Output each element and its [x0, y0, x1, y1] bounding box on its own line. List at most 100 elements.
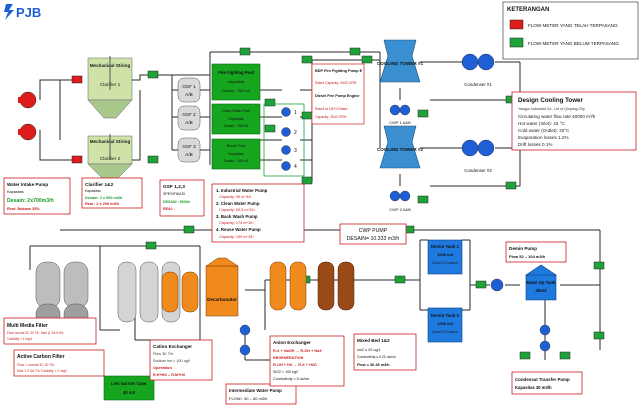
clarifier-2-label: Clarifier 2 [100, 156, 121, 162]
cwp-1-label: CWP 1 A&B [389, 120, 411, 125]
flow-meter-not-installed [394, 275, 406, 284]
anion-line: R-X + NaOH → R-OH + NaX [273, 349, 322, 353]
condensat-title: Condensat Transfer Pump [515, 377, 570, 382]
condenser-1-pump-a [461, 53, 479, 71]
flow-meter-not-installed [301, 55, 313, 64]
anion-line: REGENERATION [273, 356, 304, 360]
condensers: Condenser #1 Condenser #2 [461, 53, 495, 173]
flow-meter-not-installed [593, 261, 605, 270]
pump-3 [281, 145, 291, 155]
flow-meter-not-installed [593, 331, 605, 340]
pump-3-label: 3 [294, 148, 297, 154]
ff-pool-title: Fire Fighting Pool [218, 70, 254, 75]
acf-line: Flow = normal 3C 30 T/h, [17, 363, 55, 367]
mmf-box: Multi Media Filter Flow normal 3C 30 T/h… [3, 317, 97, 345]
mixed-bed-line: sio2 ≤ 20 ug/L [357, 348, 381, 352]
condenser-2-pump-a [461, 139, 479, 157]
legend-not-installed-label: FLOW METER YANG BELUM TERPASANG [528, 41, 619, 46]
design-ct-line: Hot water (Inlet): 43 °C [518, 121, 565, 126]
reuse-pool-design: Desain : 150 m3 [224, 159, 249, 163]
flow-meter-not-installed [301, 176, 313, 185]
demin-pump-title: Demin Pump [509, 246, 537, 251]
anion-exchangers [269, 261, 355, 311]
gsf-1-label: GSF 1 [182, 84, 196, 89]
anion-vessel [269, 261, 287, 311]
gsf-2-label: GSF 2 [182, 112, 196, 117]
demin-tank-2: Demin Tank 2 1000 m3 Cond: 0.2 us/cm [427, 307, 463, 343]
diesel-rated: Rated at 150% Rated [315, 107, 348, 111]
flow-meter-not-installed [264, 124, 276, 133]
condenser-1-label: Condenser #1 [464, 82, 492, 87]
cw-pool-cap: Kapasitas [229, 117, 244, 121]
mixed-bed-vessel [317, 261, 335, 311]
diesel-title: Diesel Fire Pump Engine [315, 94, 360, 98]
cooling-tower-1-label: COOLING TOWER #1 [377, 61, 424, 66]
pump-4-label: 4 [294, 164, 297, 170]
flow-meter-not-installed [505, 181, 517, 190]
gsf-filters: GSF 1 A/B GSF 2 A/B GSF 3 A/B [177, 77, 201, 163]
demin-tank-2-cond: Cond: 0.2 us/cm [432, 330, 458, 334]
mixed-bed-box: Mixed Bed 1&2 sio2 ≤ 20 ug/L Conductivit… [353, 333, 417, 371]
makeup-tank-label: Make Up Tank [526, 280, 556, 285]
cation-vessel [181, 271, 199, 313]
intake-real: Real: Bukaan 35% [7, 207, 40, 211]
flow-meter-not-installed [349, 47, 361, 56]
water-pumps-line: Capacity: 63.5 m^3/h [219, 208, 255, 212]
acf-line: Max 1 2 4A T/h Turbidity < 2 mg/l [17, 369, 67, 373]
flow-meter-installed [71, 75, 83, 84]
mmf-vessel [63, 261, 89, 309]
gsf-3 [177, 137, 201, 163]
condenser-2-label: Condenser #2 [464, 168, 492, 173]
demin-tank-1-cap: 1000 m3 [437, 252, 454, 257]
demin-tank-1: Demin Tank 1 1000 m3 Cond: 0.2 us/cm [427, 239, 463, 275]
intake-pump-2 [19, 123, 37, 141]
pump-2 [281, 127, 291, 137]
mixed-bed-vessel [337, 261, 355, 311]
reuse-pool: Reuse Pool Kapasitas Desain : 150 m3 [211, 138, 261, 170]
cwp-2-label: CWP 2 A&B [389, 207, 411, 212]
intake-pump-1 [19, 91, 37, 109]
water-pumps-line: 3. Back Wash Pump [216, 214, 258, 219]
logo-lightning-icon [4, 4, 14, 20]
anion-title: Anion Exchanger [273, 340, 311, 345]
cw-pool-title: Clean Water Pool [222, 109, 250, 113]
flow-meter-not-installed [264, 98, 276, 107]
anion-line: SiO2 < 100 ug/l [273, 370, 298, 374]
cooling-tower-2-text: COOLING TOWER #2 [377, 147, 424, 152]
gsf-1 [177, 77, 201, 103]
flow-meter-not-installed [417, 195, 429, 204]
reuse-pool-title: Reuse Pool [227, 144, 246, 148]
filter-vessel [117, 261, 137, 323]
cation-line: Sodium ion < 100 ug/l [153, 359, 190, 363]
demin-tank-2-cap: 1000 m3 [437, 321, 454, 326]
legend: KETERANGAN FLOW METER YANG TELAH TERPASA… [502, 1, 639, 60]
reuse-pool-cap: Kapasitas [229, 152, 244, 156]
water-pumps-line: Capacity: 199 m^3/h [219, 235, 254, 239]
pump-1-label: 1 [294, 110, 297, 116]
gsf-box: GSF 1,2,3 SPESIFIKASI DESAIN : 800t/h RE… [159, 179, 205, 217]
flow-meter-not-installed [475, 280, 487, 289]
cwp-pump-design: DESAIN= 10.333 m3/h [347, 236, 400, 242]
condenser-2-pump-b [477, 139, 495, 157]
cwp-2-pump-b [399, 190, 411, 202]
anion-box: Anion Exchanger R-X + NaOH → R-OH + NaX … [269, 335, 345, 387]
flow-meter-not-installed [361, 55, 373, 64]
condensat-cap: Kapasitas 30 m3/h [515, 385, 552, 390]
anion-vessel [289, 261, 307, 311]
makeup-tank: Make Up Tank 40m3 [525, 264, 557, 301]
flow-meter-not-installed [301, 111, 313, 120]
cation-line: Flow 3K T/h [153, 352, 173, 356]
intake-cap: Kapasitas [7, 190, 24, 194]
cation-exchangers [161, 271, 199, 313]
gsf-1-ab: A/B [185, 92, 192, 97]
gsf-spec: SPESIFIKASI [163, 192, 185, 196]
clarifier-box: Clarifier 1&2 Kapasitas Desain: 2 x 600 … [81, 177, 143, 209]
condensat-pumps [539, 324, 551, 352]
clarifier-1-label: Clarifier 1 [100, 82, 121, 88]
gsf-real: REAL : [163, 207, 175, 211]
design-cooling-tower-box: Design Cooling Tower Yangpu Industrial C… [511, 91, 637, 151]
pump-4 [281, 161, 291, 171]
clarifier-cap: Kapasitas [85, 189, 101, 193]
intake-box: Water Intake Pump Kapasitas Desain: 2x70… [3, 177, 71, 215]
cation-operation: Operation [153, 365, 172, 370]
